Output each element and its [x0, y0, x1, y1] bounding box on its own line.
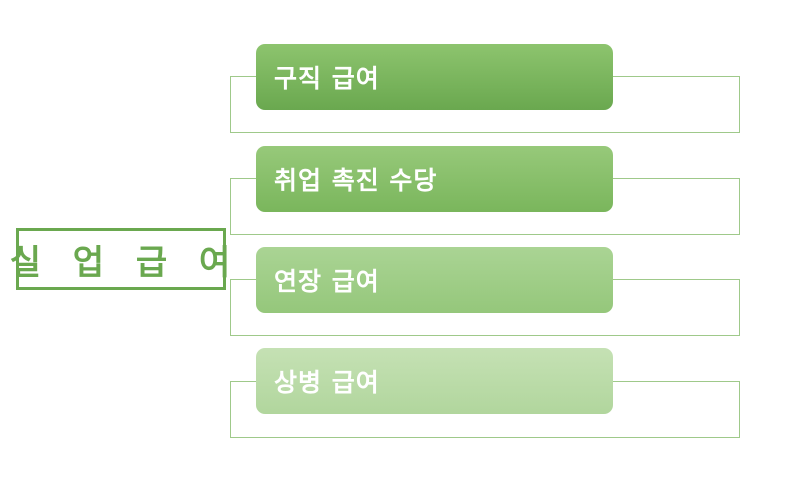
item-label: 취업 촉진 수당 — [274, 166, 438, 195]
item-label: 구직 급여 — [274, 64, 380, 93]
item-job-seeking-benefit: 구직 급여 — [256, 44, 613, 110]
item-sickness-benefit: 상병 급여 — [256, 348, 613, 414]
root-label: 실 업 급 여 — [9, 242, 241, 283]
item-label: 상병 급여 — [274, 368, 380, 397]
item-label: 연장 급여 — [274, 267, 380, 296]
item-employment-promotion-allowance: 취업 촉진 수당 — [256, 146, 613, 212]
item-extended-benefit: 연장 급여 — [256, 247, 613, 313]
root-box: 실 업 급 여 — [10, 228, 230, 290]
